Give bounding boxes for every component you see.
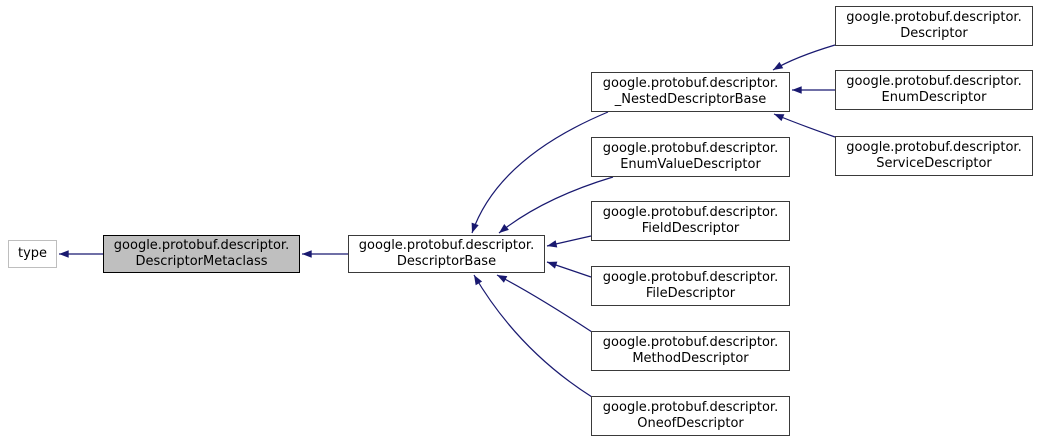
class-node-label-line2: Descriptor — [900, 26, 968, 41]
class-node-label-line1: google.protobuf.descriptor. — [602, 400, 779, 415]
class-node-label-line2: OneofDescriptor — [637, 416, 744, 431]
edge-oneofdescriptor-to-descriptorbase — [473, 274, 593, 398]
class-node-label-line1: google.protobuf.descriptor. — [602, 76, 779, 91]
class-node-label-line1: google.protobuf.descriptor. — [846, 10, 1022, 25]
class-node-label-line1: google.protobuf.descriptor. — [846, 140, 1022, 155]
class-node-label-line2: EnumValueDescriptor — [620, 157, 761, 172]
class-node-label-line1: google.protobuf.descriptor. — [602, 141, 779, 156]
class-node-filedescriptor[interactable]: google.protobuf.descriptor. FileDescript… — [591, 266, 790, 306]
class-node-label-line2: _NestedDescriptorBase — [614, 92, 767, 107]
class-node-enumdescriptor[interactable]: google.protobuf.descriptor. EnumDescript… — [835, 70, 1033, 110]
class-node-methoddescriptor[interactable]: google.protobuf.descriptor. MethodDescri… — [591, 331, 790, 371]
class-node-label-line1: google.protobuf.descriptor. — [602, 205, 779, 220]
class-node-descriptorbase[interactable]: google.protobuf.descriptor. DescriptorBa… — [348, 235, 545, 273]
class-node-descriptormetaclass: google.protobuf.descriptor. DescriptorMe… — [103, 235, 300, 273]
edge-filedescriptor-to-descriptorbase — [546, 261, 592, 278]
class-node-descriptor[interactable]: google.protobuf.descriptor. Descriptor — [835, 6, 1033, 46]
class-node-label-line2: FieldDescriptor — [641, 221, 740, 236]
class-node-oneofdescriptor[interactable]: google.protobuf.descriptor. OneofDescrip… — [591, 396, 790, 436]
edge-servicedescriptor-to-nesteddescriptorbase — [773, 113, 836, 138]
class-node-label-line2: MethodDescriptor — [632, 351, 749, 366]
class-node-label-line1: google.protobuf.descriptor. — [358, 238, 535, 253]
class-node-nesteddescriptorbase[interactable]: google.protobuf.descriptor. _NestedDescr… — [591, 72, 790, 112]
class-node-label-line1: google.protobuf.descriptor. — [113, 238, 290, 253]
class-node-label-line1: google.protobuf.descriptor. — [846, 74, 1022, 89]
edge-nesteddescriptorbase-to-descriptorbase — [471, 111, 609, 234]
class-node-label-line1: google.protobuf.descriptor. — [602, 335, 779, 350]
class-node-enumvaluedescriptor[interactable]: google.protobuf.descriptor. EnumValueDes… — [591, 137, 790, 177]
edge-descriptor-to-nesteddescriptorbase — [772, 44, 836, 71]
class-node-label-line2: DescriptorMetaclass — [135, 254, 268, 269]
class-node-label-line1: google.protobuf.descriptor. — [602, 270, 779, 285]
class-node-label-line2: DescriptorBase — [396, 254, 497, 269]
class-node-label: type — [17, 246, 48, 261]
class-node-type: type — [8, 240, 57, 268]
class-node-label-line2: ServiceDescriptor — [876, 156, 992, 171]
class-node-fielddescriptor[interactable]: google.protobuf.descriptor. FieldDescrip… — [591, 201, 790, 241]
class-node-label-line2: EnumDescriptor — [881, 90, 987, 105]
edge-fielddescriptor-to-descriptorbase — [546, 235, 592, 248]
class-node-label-line2: FileDescriptor — [645, 286, 736, 301]
edge-methoddescriptor-to-descriptorbase — [496, 274, 593, 333]
edge-enumvaluedescriptor-to-descriptorbase — [498, 176, 614, 234]
class-node-servicedescriptor[interactable]: google.protobuf.descriptor. ServiceDescr… — [835, 136, 1033, 176]
